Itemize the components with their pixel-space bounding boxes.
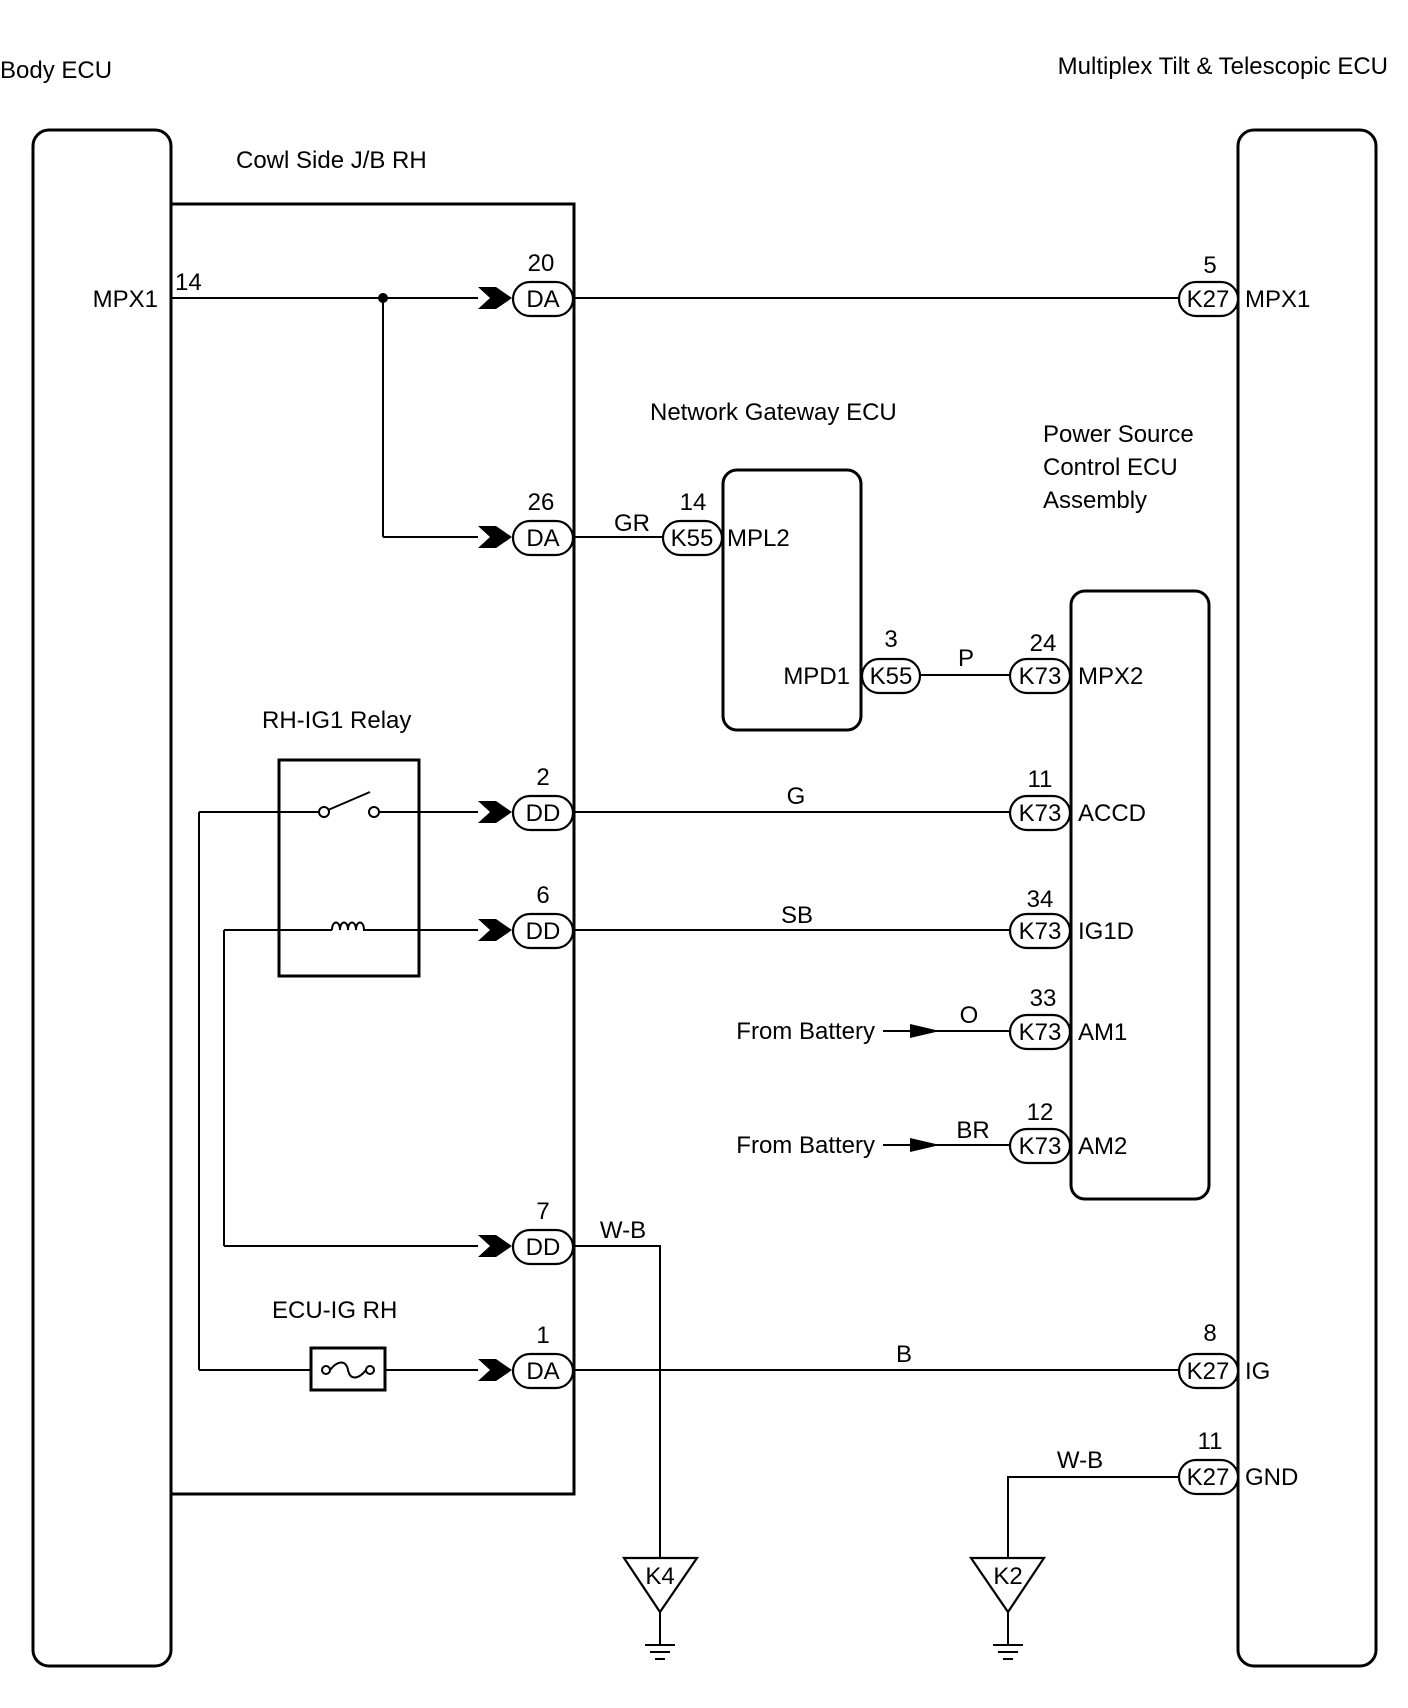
wire-color-p: P <box>958 645 974 672</box>
wires <box>171 293 1179 1558</box>
power-source-ecu-box <box>1069 589 1211 1201</box>
ground-k2: K2 <box>968 1556 1047 1660</box>
terminal-body-mpx1: MPX1 <box>93 286 158 313</box>
gateway-ecu-title: Network Gateway ECU <box>650 399 897 426</box>
terminal-tilt-gnd: GND <box>1245 1464 1298 1491</box>
wire-color-sb: SB <box>781 902 813 929</box>
cowl-jb-box <box>171 202 576 1496</box>
svg-text:K73: K73 <box>1019 1133 1062 1160</box>
connector-k73-11: K73 <box>1008 794 1072 832</box>
svg-text:DA: DA <box>526 525 559 552</box>
jb-arrowheads <box>478 287 512 1381</box>
pin-k55-3: 3 <box>884 626 897 653</box>
pin-k73-34: 34 <box>1027 886 1054 913</box>
connector-dd-7: DD <box>511 1228 575 1266</box>
terminal-tilt-ig: IG <box>1245 1358 1270 1385</box>
svg-text:K27: K27 <box>1187 1464 1230 1491</box>
pin-k27-8: 8 <box>1203 1320 1216 1347</box>
wire-wb-k2 <box>1007 1476 1179 1558</box>
connector-dd-6: DD <box>511 912 575 950</box>
wire-color-gr: GR <box>614 510 650 537</box>
pin-dd-2: 2 <box>536 764 549 791</box>
source-battery-2: From Battery <box>736 1132 875 1159</box>
fuse-symbol <box>321 1361 375 1379</box>
pin-dd-7: 7 <box>536 1198 549 1225</box>
wire-color-wb-k4: W-B <box>600 1217 646 1244</box>
svg-text:K73: K73 <box>1019 800 1062 827</box>
svg-text:K55: K55 <box>870 663 913 690</box>
power-source-ecu-title-line3: Assembly <box>1043 487 1147 514</box>
terminal-ps-am1: AM1 <box>1078 1019 1127 1046</box>
svg-text:DD: DD <box>526 918 561 945</box>
connector-k55-3: K55 <box>860 657 922 695</box>
tilt-ecu-box <box>1236 128 1378 1668</box>
pin-k27-11: 11 <box>1198 1428 1223 1455</box>
svg-text:K27: K27 <box>1187 1358 1230 1385</box>
relay-coil-symbol <box>331 921 366 931</box>
wire-color-wb-k2: W-B <box>1057 1447 1103 1474</box>
connector-k27-8: K27 <box>1177 1352 1240 1390</box>
pin-body-14: 14 <box>175 269 202 296</box>
svg-text:DD: DD <box>526 1234 561 1261</box>
terminal-ps-am2: AM2 <box>1078 1133 1127 1160</box>
wire-color-b: B <box>896 1341 912 1368</box>
tilt-ecu-title: Multiplex Tilt & Telescopic ECU <box>1058 53 1388 80</box>
body-ecu-title: Body ECU <box>0 57 112 84</box>
svg-text:DA: DA <box>526 1358 559 1385</box>
svg-text:DD: DD <box>526 800 561 827</box>
terminal-ps-ig1d: IG1D <box>1078 918 1134 945</box>
svg-text:K27: K27 <box>1187 286 1230 313</box>
connector-k27-11: K27 <box>1177 1458 1240 1496</box>
gateway-ecu-box <box>721 468 863 732</box>
pin-k73-12: 12 <box>1027 1099 1054 1126</box>
connector-da-20: DA <box>511 280 575 318</box>
pin-k73-33: 33 <box>1030 985 1057 1012</box>
ground-k4: K4 <box>621 1556 700 1660</box>
wire-color-o: O <box>960 1002 979 1029</box>
source-battery-1: From Battery <box>736 1018 875 1045</box>
connector-da-1: DA <box>511 1352 575 1390</box>
pin-dd-6: 6 <box>536 882 549 909</box>
connector-k73-24: K73 <box>1008 657 1072 695</box>
terminal-gw-mpd1: MPD1 <box>783 663 850 690</box>
pin-da-1: 1 <box>536 1322 549 1349</box>
connector-k73-34: K73 <box>1008 912 1072 950</box>
connector-k55-14: K55 <box>661 519 724 557</box>
connector-dd-2: DD <box>511 794 575 832</box>
svg-text:K73: K73 <box>1019 663 1062 690</box>
connector-k27-5: K27 <box>1177 280 1240 318</box>
terminal-tilt-mpx1: MPX1 <box>1245 286 1310 313</box>
pin-da-26: 26 <box>528 489 555 516</box>
power-source-ecu-title-line1: Power Source <box>1043 421 1194 448</box>
connector-k73-12: K73 <box>1008 1127 1072 1165</box>
wire-wb-k4 <box>574 1245 661 1558</box>
connector-k73-33: K73 <box>1008 1013 1072 1051</box>
battery-arrows <box>883 1024 940 1152</box>
pin-k73-24: 24 <box>1030 630 1057 657</box>
terminal-gw-mpl2: MPL2 <box>727 525 790 552</box>
wire-color-br: BR <box>956 1117 989 1144</box>
pin-k27-5: 5 <box>1203 252 1216 279</box>
fuse-title: ECU-IG RH <box>272 1297 397 1324</box>
svg-text:K73: K73 <box>1019 918 1062 945</box>
svg-text:K4: K4 <box>645 1563 674 1590</box>
terminal-ps-mpx2: MPX2 <box>1078 663 1143 690</box>
connector-da-26: DA <box>511 519 575 557</box>
body-ecu-box <box>31 128 173 1668</box>
power-source-ecu-title-line2: Control ECU <box>1043 454 1178 481</box>
terminal-ps-accd: ACCD <box>1078 800 1146 827</box>
relay-box <box>277 758 421 978</box>
pin-k55-14: 14 <box>680 489 707 516</box>
svg-text:K55: K55 <box>671 525 714 552</box>
wire-color-g: G <box>787 783 806 810</box>
svg-text:K73: K73 <box>1019 1019 1062 1046</box>
pin-da-20: 20 <box>528 250 555 277</box>
cowl-jb-title: Cowl Side J/B RH <box>236 147 427 174</box>
relay-title: RH-IG1 Relay <box>262 707 411 734</box>
svg-text:K2: K2 <box>993 1563 1022 1590</box>
relay-switch-symbol <box>318 791 380 818</box>
pin-k73-11: 11 <box>1028 766 1053 793</box>
svg-text:DA: DA <box>526 286 559 313</box>
